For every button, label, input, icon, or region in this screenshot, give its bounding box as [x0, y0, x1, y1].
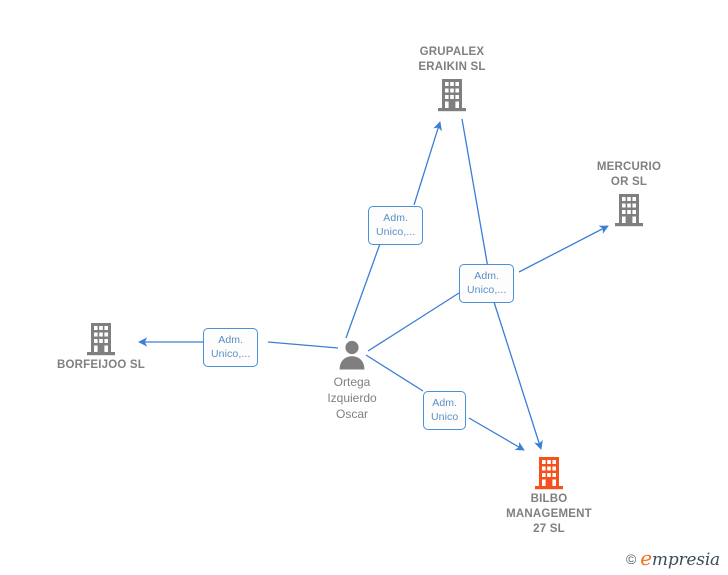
building-icon — [437, 78, 467, 112]
node-bilbo-management-27-sl[interactable]: BILBO MANAGEMENT 27 SL — [474, 456, 624, 537]
empresia-logo-rest: mpresia — [651, 550, 720, 570]
edge-label-person-mercurio[interactable]: Adm. Unico,... — [459, 264, 517, 305]
node-borfeijoo-sl[interactable]: BORFEIJOO SL — [26, 322, 176, 373]
edge-grupalex-bilbo-upper — [461, 118, 489, 269]
edge-person-grupalex-upper — [413, 121, 442, 206]
empresia-logo: empresia — [640, 548, 720, 569]
node-ortega-izquierdo-oscar[interactable]: Ortega Izquierdo Oscar — [277, 338, 427, 422]
edge-grupalex-bilbo-lower — [493, 301, 543, 450]
node-label-grupalex: GRUPALEX ERAIKIN SL — [418, 46, 486, 73]
person-icon — [337, 338, 367, 372]
edge-label-person-grupalex[interactable]: Adm. Unico,... — [368, 206, 424, 245]
building-icon — [534, 456, 564, 490]
edge-person-mercurio-lower — [367, 292, 460, 352]
edge-person-bilbo-lower — [468, 417, 525, 451]
building-icon — [614, 193, 644, 227]
node-mercurio-or-sl[interactable]: MERCURIO OR SL — [554, 160, 704, 227]
empresia-watermark: © empresia — [626, 548, 720, 569]
node-label-borfeijoo: BORFEIJOO SL — [56, 359, 146, 371]
edge-person-borfeijoo-right — [267, 341, 339, 349]
edge-person-bilbo-upper — [365, 354, 424, 392]
edge-person-grupalex-lower — [345, 240, 382, 339]
empresia-logo-initial: e — [640, 546, 652, 570]
node-label-person: Ortega Izquierdo Oscar — [327, 375, 377, 421]
copyright-icon: © — [625, 550, 637, 567]
edge-label-person-bilbo[interactable]: Adm. Unico — [423, 391, 467, 430]
building-icon — [86, 322, 116, 356]
node-grupalex-eraikin-sl[interactable]: GRUPALEX ERAIKIN SL — [377, 45, 527, 112]
node-label-bilbo: BILBO MANAGEMENT 27 SL — [506, 493, 592, 535]
edge-label-person-borfeijoo[interactable]: Adm. Unico,... — [203, 328, 259, 367]
edge-person-mercurio-upper — [518, 225, 609, 273]
node-label-mercurio: MERCURIO OR SL — [596, 161, 662, 188]
